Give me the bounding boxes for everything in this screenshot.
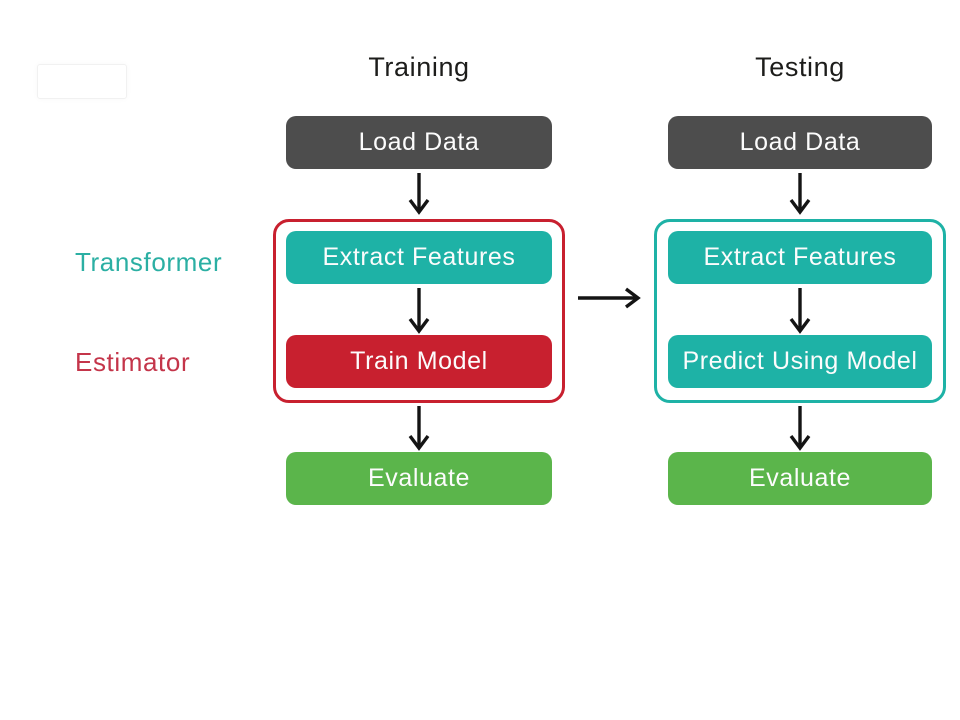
testing-transformer-estimator-group [654, 219, 946, 403]
testing-column-header: Testing [755, 52, 845, 82]
training-transformer-estimator-group [273, 219, 565, 403]
arrow-down-icon [789, 406, 811, 451]
testing-load-data-box: Load Data [668, 116, 932, 169]
training-train-model-box: Train Model [286, 335, 552, 388]
arrow-down-icon [408, 406, 430, 451]
arrow-down-icon [408, 173, 430, 215]
training-evaluate-box: Evaluate [286, 452, 552, 505]
arrow-right-icon [578, 287, 641, 309]
testing-predict-using-model-box: Predict Using Model [668, 335, 932, 388]
testing-extract-features-box: Extract Features [668, 231, 932, 284]
testing-evaluate-box: Evaluate [668, 452, 932, 505]
transformer-label: Transformer [75, 247, 223, 277]
estimator-label: Estimator [75, 347, 191, 377]
training-load-data-box: Load Data [286, 116, 552, 169]
training-extract-features-box: Extract Features [286, 231, 552, 284]
arrow-down-icon [789, 173, 811, 215]
blank-logo-placeholder [37, 64, 127, 99]
training-column-header: Training [368, 52, 470, 82]
